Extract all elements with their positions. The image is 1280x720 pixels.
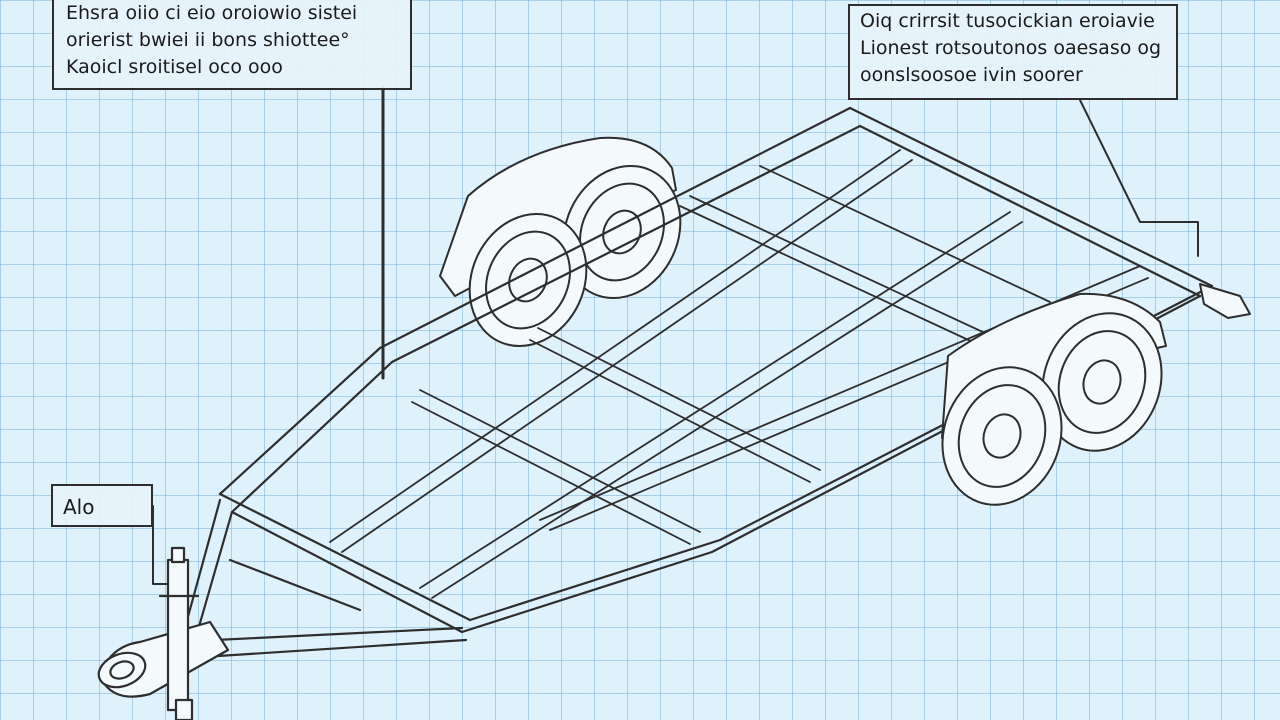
tongue-a-frame <box>184 498 468 658</box>
jack-stand-icon <box>158 546 200 720</box>
wheel-icon <box>941 312 1163 506</box>
callout-text-line: Alo <box>63 495 95 519</box>
rear-bracket <box>1199 283 1251 319</box>
callout-text-line: orierist bwiei ii bons shiottee° <box>66 29 350 51</box>
hitch-coupler-icon <box>97 620 230 698</box>
cross-members <box>329 149 1149 599</box>
callout-box-hitch: Alo <box>51 484 153 527</box>
callout-text-line: Ehsra oiio ci eio oroiowio sistei <box>66 2 358 24</box>
callout-box-top-left: Ehsra oiio ci eio oroiowio sistei orieri… <box>52 0 412 90</box>
callout-text-line: oonslsoosoe ivin soorer <box>860 64 1083 86</box>
callout-text-line: Lionest rotsoutonos oaesaso og <box>860 37 1162 59</box>
callout-text-line: Oiq crirrsit tusocickian eroiavie <box>860 10 1155 32</box>
leader-lines <box>152 86 1199 585</box>
callout-text-line: Kaoicl sroitisel oco ooo <box>66 56 283 78</box>
wheel-icon <box>468 164 682 348</box>
callout-box-top-right: Oiq crirrsit tusocickian eroiavie Liones… <box>848 4 1178 100</box>
